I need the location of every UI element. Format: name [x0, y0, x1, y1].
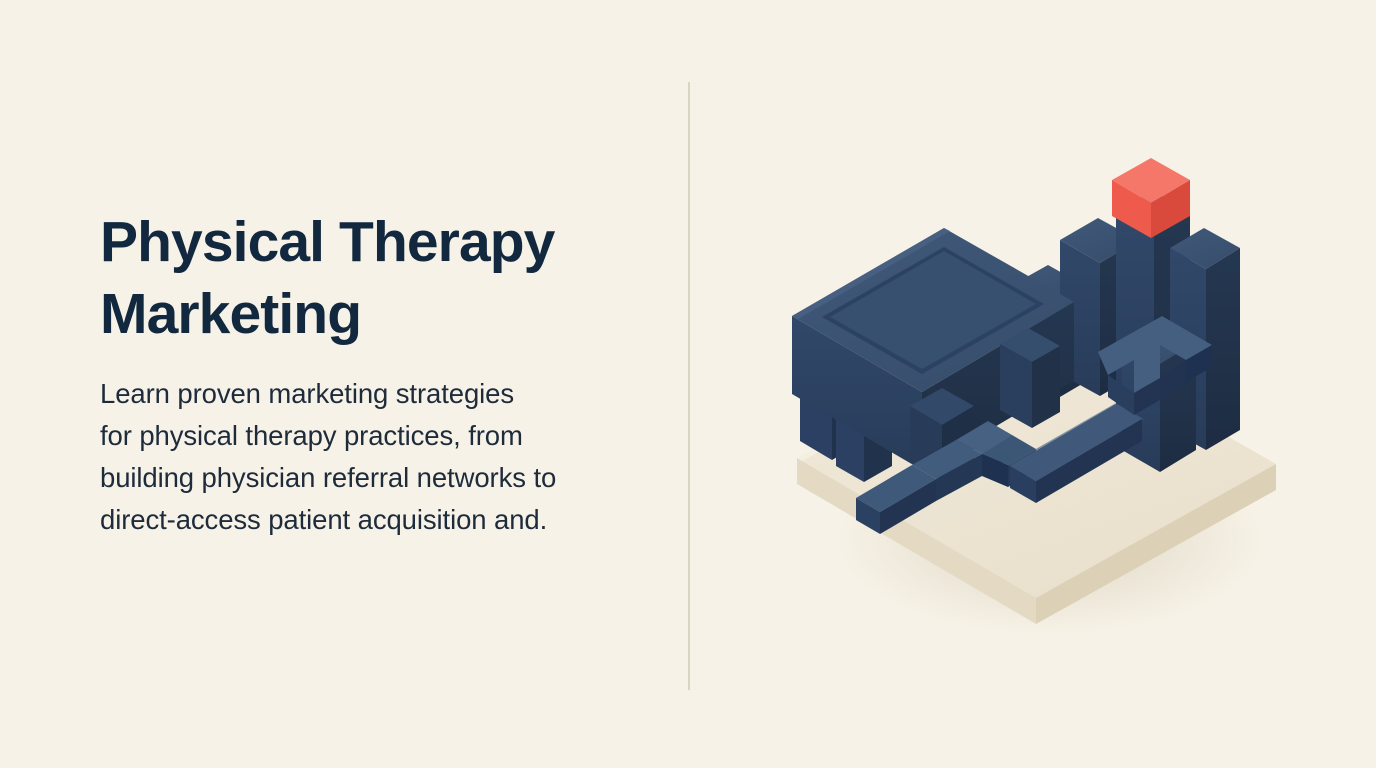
red-cube	[1112, 158, 1190, 238]
growth-arrow	[856, 316, 1212, 534]
isometric-growth-chart-illustration	[760, 120, 1320, 650]
page-subcopy: Learn proven marketing strategies for ph…	[100, 378, 557, 535]
vertical-divider	[688, 82, 690, 690]
text-column: Physical Therapy Marketing Learn proven …	[100, 206, 660, 541]
box	[792, 228, 1074, 482]
page-title: Physical Therapy Marketing	[100, 210, 555, 346]
